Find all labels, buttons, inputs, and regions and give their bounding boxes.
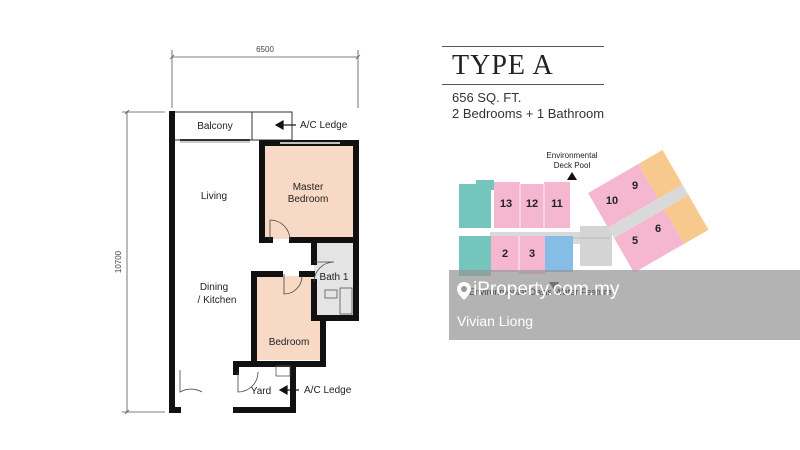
width-dimension <box>169 50 361 108</box>
room-label-dining-2: / Kitchen <box>198 295 237 306</box>
bath-fill <box>314 242 354 317</box>
arrow-up-icon <box>567 172 577 180</box>
unit-room-summary: 2 Bedrooms + 1 Bathroom <box>452 106 605 121</box>
walls <box>169 111 359 413</box>
room-label-dining-1: Dining <box>200 282 228 293</box>
watermark-agent-name: Vivian Liong <box>457 313 534 329</box>
room-label-master-2: Bedroom <box>288 194 329 205</box>
unit-number-10: 10 <box>606 195 618 207</box>
width-dimension-label: 6500 <box>256 45 274 54</box>
unit-number-13: 13 <box>500 198 512 210</box>
room-label-bedroom: Bedroom <box>269 337 310 348</box>
title-rule-bottom <box>442 84 604 85</box>
room-label-living: Living <box>201 191 227 202</box>
key-plan <box>459 150 709 290</box>
keyplan-label-top-2: Deck Pool <box>554 161 591 170</box>
height-dimension <box>122 109 165 415</box>
door-swings <box>179 219 335 393</box>
room-label-master-1: Master <box>293 182 324 193</box>
location-pin-icon <box>457 282 471 300</box>
unit-number-2: 2 <box>502 248 508 260</box>
unit-type-title: TYPE A <box>452 50 554 81</box>
keyplan-label-bottom: Environmental Oasis Water Feature <box>469 287 612 297</box>
watermark-brand: iProperty.com.my <box>473 279 620 300</box>
bath-fixtures <box>275 287 353 377</box>
master-bedroom-fill <box>264 144 353 239</box>
room-label-ac-ledge-bottom: A/C Ledge <box>304 385 352 396</box>
title-rule-top <box>442 46 604 47</box>
room-label-ac-ledge-top: A/C Ledge <box>300 120 348 131</box>
watermark-band: Environmental Oasis Water Feature iPrope… <box>449 270 800 340</box>
keyplan-label-top-1: Environmental <box>546 151 597 160</box>
room-label-balcony: Balcony <box>197 121 233 132</box>
unit-number-9: 9 <box>632 180 638 192</box>
ac-ledge-arrow-top <box>274 119 296 131</box>
ac-ledge-arrow-bottom <box>278 384 299 396</box>
room-label-bath: Bath 1 <box>320 272 349 283</box>
unit-number-6: 6 <box>655 223 661 235</box>
unit-number-5: 5 <box>632 235 638 247</box>
unit-number-12: 12 <box>526 198 538 210</box>
height-dimension-label: 10700 <box>114 250 123 273</box>
room-label-yard: Yard <box>251 386 271 397</box>
unit-area: 656 SQ. FT. <box>452 90 522 105</box>
unit-number-11: 11 <box>551 198 563 210</box>
unit-number-3: 3 <box>529 248 535 260</box>
